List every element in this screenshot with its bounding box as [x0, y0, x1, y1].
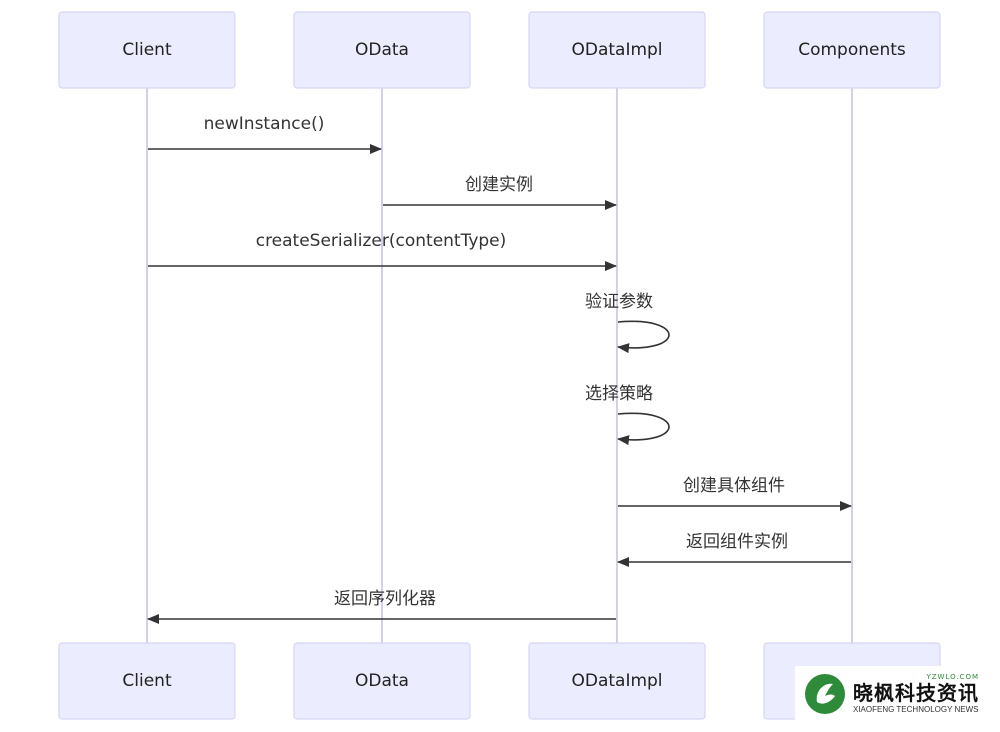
leaf-logo-icon	[805, 674, 845, 714]
actor-bottom-odata: OData	[293, 642, 471, 720]
message-return-serializer: 返回序列化器	[147, 589, 616, 624]
message-validate-params-label: 验证参数	[585, 292, 653, 312]
actor-bottom-odataimpl-label: ODataImpl	[571, 671, 662, 691]
actor-bottom-odataimpl: ODataImpl	[528, 642, 706, 720]
message-select-strategy-label: 选择策略	[585, 384, 653, 404]
logo-name: 晓枫科技资讯	[853, 681, 979, 705]
actor-top-odataimpl-label: ODataImpl	[571, 40, 662, 60]
message-return-serializer-label: 返回序列化器	[334, 589, 436, 609]
message-select-strategy: 选择策略	[585, 384, 670, 446]
message-validate-params: 验证参数	[585, 292, 670, 354]
logo-english: XIAOFENG TECHNOLOGY NEWS	[853, 705, 979, 714]
actor-top-client: Client	[58, 11, 236, 89]
actor-bottom-client: Client	[58, 642, 236, 720]
message-create-instance-label: 创建实例	[465, 175, 533, 195]
actor-top-client-label: Client	[122, 40, 172, 60]
message-return-component-label: 返回组件实例	[686, 532, 788, 552]
message-new-instance-label: newInstance()	[204, 114, 325, 134]
actor-bottom-client-label: Client	[122, 671, 172, 691]
message-create-instance: 创建实例	[383, 175, 617, 210]
message-create-component-label: 创建具体组件	[683, 476, 785, 496]
message-create-serializer-label: createSerializer(contentType)	[256, 231, 507, 251]
actor-top-odata-label: OData	[355, 40, 409, 60]
message-return-component: 返回组件实例	[617, 532, 851, 567]
actor-top-components: Components	[763, 11, 941, 89]
message-create-serializer: createSerializer(contentType)	[148, 231, 617, 271]
message-new-instance: newInstance()	[148, 114, 382, 154]
actor-bottom-odata-label: OData	[355, 671, 409, 691]
message-create-component: 创建具体组件	[618, 476, 852, 511]
logo-domain: YZWLO.COM	[926, 673, 979, 681]
actor-top-components-label: Components	[798, 40, 906, 60]
actor-top-odata: OData	[293, 11, 471, 89]
watermark-logo: YZWLO.COM 晓枫科技资讯 XIAOFENG TECHNOLOGY NEW…	[795, 666, 995, 722]
actor-top-odataimpl: ODataImpl	[528, 11, 706, 89]
